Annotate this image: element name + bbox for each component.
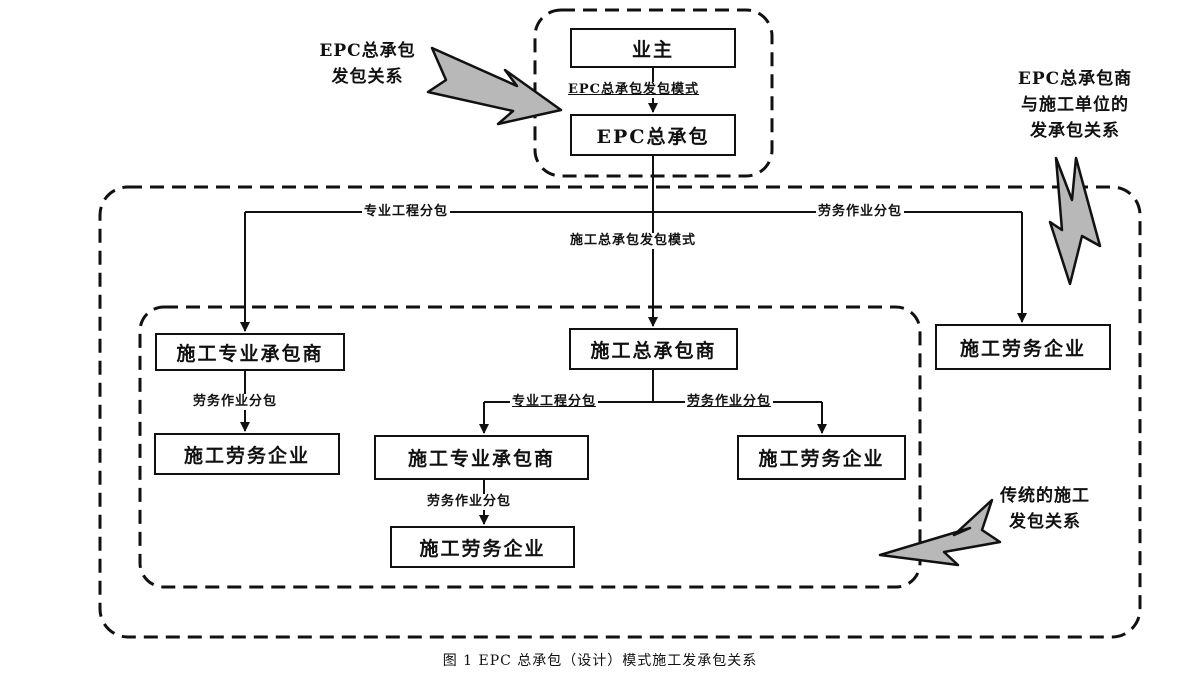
epc-contractor-relation-arrow-icon xyxy=(1048,156,1102,286)
traditional-relation-arrow-icon xyxy=(878,498,1002,567)
general-contractor-box: 施工总承包商 xyxy=(569,328,738,370)
owner-box: 业主 xyxy=(570,28,736,68)
specialty-sub-mid-label: 专业工程分包 xyxy=(510,394,599,410)
labor-right-box: 施工劳务企业 xyxy=(935,324,1111,370)
epc-mode-label: EPC总承包发包模式 xyxy=(566,82,702,98)
figure-caption: 图 1 EPC 总承包（设计）模式施工发承包关系 xyxy=(442,653,758,669)
epc-box: EPC总承包 xyxy=(570,114,736,156)
traditional-region-border xyxy=(138,305,922,589)
labor-sub-mid-label: 劳务作业分包 xyxy=(685,394,774,410)
epc-relation-note: EPC总承包 发包关系 xyxy=(319,41,416,87)
labor-sub-top-label: 劳务作业分包 xyxy=(816,204,905,220)
labor-sub-left-label: 劳务作业分包 xyxy=(191,394,280,410)
epc-relation-arrow-icon xyxy=(426,46,563,126)
labor-mid-right-box: 施工劳务企业 xyxy=(737,435,906,480)
labor-sub-bottom-label: 劳务作业分包 xyxy=(425,494,514,510)
traditional-relation-note: 传统的施工 发包关系 xyxy=(1000,486,1090,532)
specialty-sub-top-label: 专业工程分包 xyxy=(362,204,451,220)
construction-mode-label: 施工总承包发包模式 xyxy=(568,233,699,249)
sub-contractor-left-box: 施工专业承包商 xyxy=(155,333,345,371)
labor-bottom-box: 施工劳务企业 xyxy=(390,526,575,568)
epc-contractor-relation-note: EPC总承包商 与施工单位的 发承包关系 xyxy=(1017,69,1133,141)
epc-contractor-region-border xyxy=(98,185,1142,639)
sub-contractor-mid-box: 施工专业承包商 xyxy=(374,435,589,480)
labor-left-box: 施工劳务企业 xyxy=(154,433,340,475)
